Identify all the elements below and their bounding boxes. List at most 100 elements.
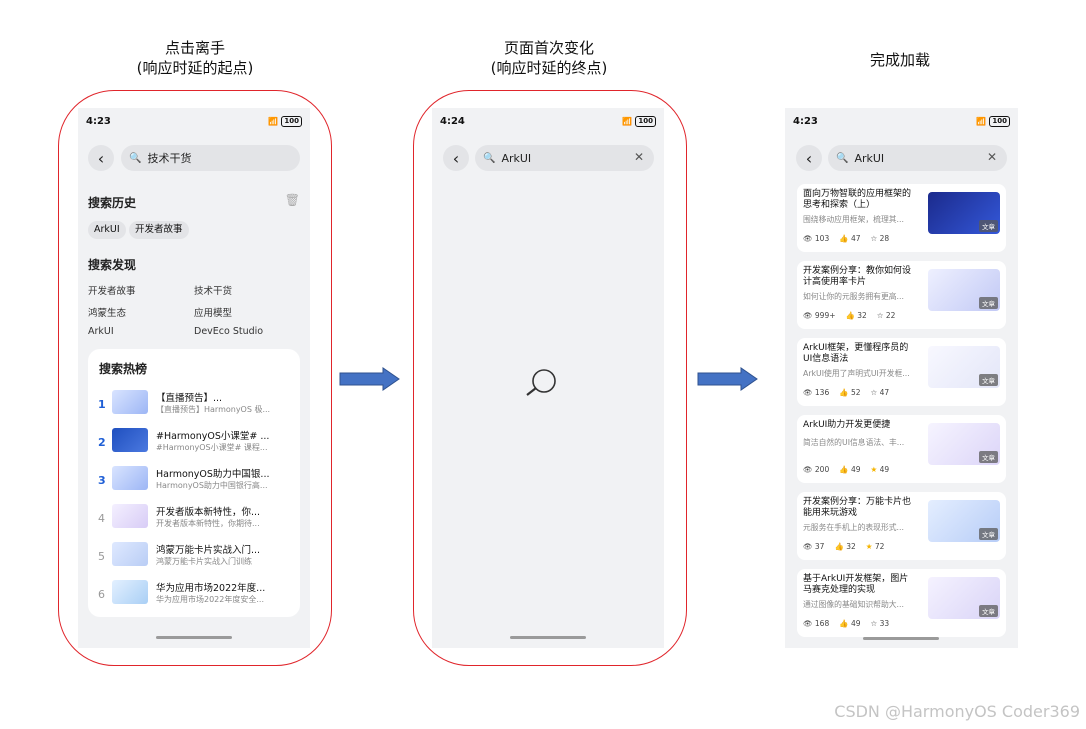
thumbs-up-icon: 👍 32 (834, 542, 856, 551)
search-input[interactable]: 🔍 ArkUI ✕ (828, 145, 1007, 171)
result-card[interactable]: ArkUI助力开发更便捷 简洁自然的UI信息语法、丰... 👁 200 👍 49… (797, 415, 1006, 483)
search-input[interactable]: 🔍 ArkUI ✕ (475, 145, 654, 171)
discover-item[interactable]: ArkUI (88, 326, 114, 337)
hot-rank: 6 (98, 588, 105, 601)
home-indicator[interactable] (863, 637, 939, 640)
hot-list-item[interactable]: 5 鸿蒙万能卡片实战入门... 鸿蒙万能卡片实战入门训练 (88, 538, 298, 574)
middle-caption-line1: 页面首次变化 (503, 39, 594, 57)
search-input[interactable]: 🔍 技术干货 (121, 145, 300, 171)
result-stats: 👁 168 👍 49 ☆ 33 (803, 619, 889, 628)
hot-list-item[interactable]: 2 #HarmonyOS小课堂# ... #HarmonyOS小课堂# 课程..… (88, 424, 298, 460)
hot-subtitle: HarmonyOS助力中国银行高... (156, 481, 268, 490)
back-button[interactable]: ‹ (88, 145, 114, 171)
back-button[interactable]: ‹ (796, 145, 822, 171)
hot-rank: 5 (98, 550, 105, 563)
hot-subtitle: 开发者版本新特性，你期待... (156, 519, 260, 528)
wifi-icon: 📶 (622, 117, 633, 126)
hot-subtitle: 鸿蒙万能卡片实战入门训练 (156, 557, 252, 566)
discover-item[interactable]: 应用模型 (194, 308, 233, 319)
hot-rank: 1 (98, 398, 106, 411)
hot-list-item[interactable]: 1 【直播预告】... 【直播预告】HarmonyOS 极... (88, 386, 298, 422)
result-card[interactable]: ArkUI框架，更懂程序员的UI信息语法 ArkUI使用了声明式UI开发框...… (797, 338, 1006, 406)
likes-count: 52 (850, 388, 861, 397)
likes-count: 49 (850, 465, 861, 474)
wifi-icon: 📶 (268, 117, 279, 126)
arrow-right-icon (697, 367, 758, 391)
likes-count: 32 (846, 542, 856, 551)
stars-count: 49 (879, 465, 890, 474)
stars-count: 22 (885, 311, 896, 320)
result-summary: 元服务在手机上的表现形式... (803, 523, 904, 532)
clear-icon[interactable]: ✕ (986, 150, 997, 164)
hot-thumbnail (112, 466, 148, 490)
result-card[interactable]: 开发案例分享：万能卡片也能用来玩游戏 元服务在手机上的表现形式... 👁 37 … (797, 492, 1006, 560)
result-card[interactable]: 面向万物智联的应用框架的思考和探索（上） 围绕移动应用框架，梳理其... 👁 1… (797, 184, 1006, 252)
result-summary: 通过图像的基础知识帮助大... (803, 600, 904, 609)
result-card[interactable]: 基于ArkUI开发框架，图片马赛克处理的实现 通过图像的基础知识帮助大... 👁… (797, 569, 1006, 637)
status-icons: 📶 100 (268, 116, 302, 127)
star-icon: ☆ 22 (876, 311, 896, 320)
views-count: 103 (814, 234, 830, 243)
hot-list-item[interactable]: 4 开发者版本新特性，你... 开发者版本新特性，你期待... (88, 500, 298, 536)
hot-list-item[interactable]: 6 华为应用市场2022年度... 华为应用市场2022年度安全... (88, 576, 298, 612)
left-caption: 点击离手 (响应时延的起点) (110, 38, 280, 78)
loading-magnifier-icon (526, 369, 556, 396)
result-stats: 👁 200 👍 49 ★ 49 (803, 465, 889, 474)
result-stats: 👁 103 👍 47 ☆ 28 (803, 234, 889, 243)
status-icons: 📶 100 (976, 116, 1010, 127)
middle-phone-screen: 4:24 📶 100 ‹ 🔍 ArkUI ✕ (432, 108, 664, 648)
stars-count: 72 (874, 542, 885, 551)
thumbs-up-icon: 👍 49 (839, 465, 861, 474)
back-button[interactable]: ‹ (443, 145, 469, 171)
hot-list-card: 搜索热榜 1 【直播预告】... 【直播预告】HarmonyOS 极... 2 … (88, 349, 300, 617)
eye-icon: 👁 103 (803, 234, 830, 243)
result-stats: 👁 999+ 👍 32 ☆ 22 (803, 311, 895, 320)
history-chip-story[interactable]: 开发者故事 (129, 221, 189, 239)
search-input-text: 技术干货 (147, 152, 192, 165)
watermark: CSDN @HarmonyOS Coder369 (834, 702, 1080, 721)
hot-subtitle: 【直播预告】HarmonyOS 极... (156, 405, 271, 414)
views-count: 168 (814, 619, 830, 628)
thumbs-up-icon: 👍 32 (845, 311, 867, 320)
clear-icon[interactable]: ✕ (633, 150, 644, 164)
discover-item[interactable]: 鸿蒙生态 (88, 308, 127, 319)
star-icon: ☆ 47 (870, 388, 890, 397)
article-tag: 文章 (979, 528, 998, 540)
hot-title: 鸿蒙万能卡片实战入门... (156, 545, 261, 556)
eye-icon: 👁 136 (803, 388, 830, 397)
history-chip-arkui[interactable]: ArkUI (88, 221, 126, 239)
hot-subtitle: #HarmonyOS小课堂# 课程... (156, 443, 268, 452)
hot-list-title: 搜索热榜 (99, 362, 148, 376)
home-indicator[interactable] (156, 636, 232, 639)
stars-count: 47 (879, 388, 890, 397)
status-icons: 📶 100 (622, 116, 656, 127)
history-title: 搜索历史 (88, 196, 137, 210)
result-title: ArkUI框架，更懂程序员的UI信息语法 (803, 343, 909, 364)
eye-icon: 👁 168 (803, 619, 830, 628)
arrow-right-icon (339, 367, 400, 391)
result-card[interactable]: 开发案例分享：教你如何设计高使用率卡片 如何让你的元服务拥有更高... 👁 99… (797, 261, 1006, 329)
article-tag: 文章 (979, 605, 998, 617)
discover-item[interactable]: 技术干货 (194, 286, 233, 297)
chevron-left-icon: ‹ (805, 148, 813, 168)
stars-count: 28 (879, 234, 890, 243)
likes-count: 47 (850, 234, 861, 243)
hot-title: 开发者版本新特性，你... (156, 507, 261, 518)
trash-icon[interactable]: 🗑 (284, 193, 300, 207)
discover-item[interactable]: 开发者故事 (88, 286, 136, 297)
star-icon: ★ 72 (865, 542, 885, 551)
hot-list-item[interactable]: 3 HarmonyOS助力中国银... HarmonyOS助力中国银行高... (88, 462, 298, 498)
result-title: 开发案例分享：万能卡片也能用来玩游戏 (803, 497, 912, 518)
article-tag: 文章 (979, 374, 998, 386)
views-count: 136 (814, 388, 830, 397)
result-summary: ArkUI使用了声明式UI开发框... (803, 369, 910, 378)
article-tag: 文章 (979, 451, 998, 463)
eye-icon: 👁 37 (803, 542, 825, 551)
result-title: 面向万物智联的应用框架的思考和探索（上） (803, 189, 912, 210)
status-time: 4:23 (793, 116, 818, 127)
status-bar: 4:24 📶 100 (432, 116, 664, 130)
hot-rank: 2 (98, 436, 106, 449)
discover-item[interactable]: DevEco Studio (194, 326, 264, 337)
home-indicator[interactable] (510, 636, 586, 639)
left-highlight-outline (58, 90, 332, 666)
